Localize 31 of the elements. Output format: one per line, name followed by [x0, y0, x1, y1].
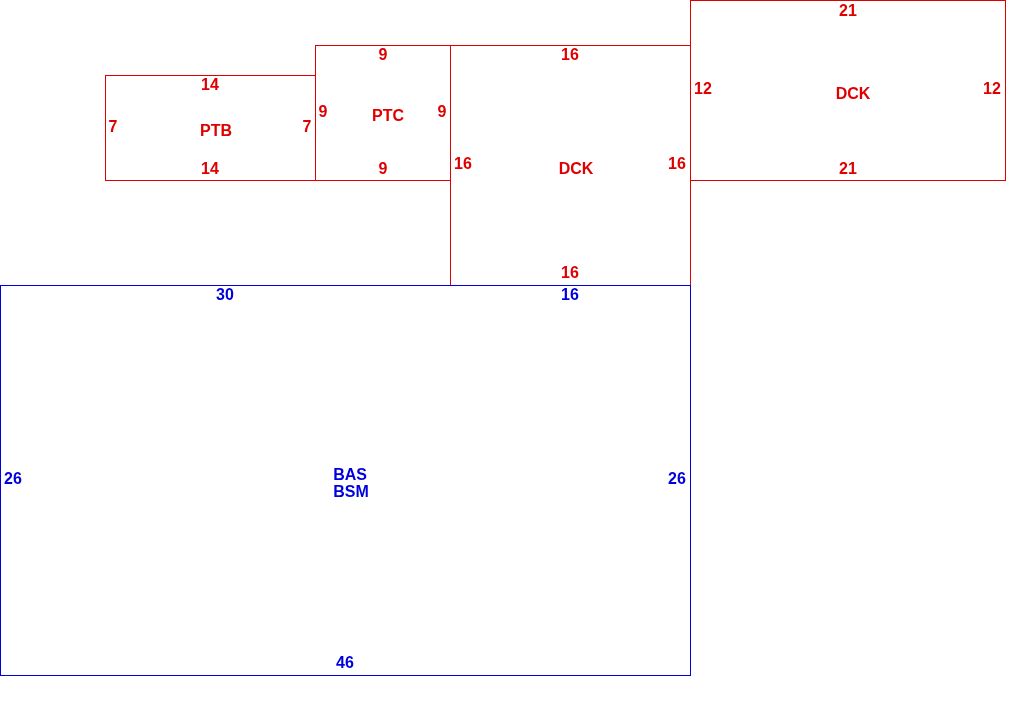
dimension-label: 9	[378, 160, 388, 178]
dimension-label: 30	[216, 286, 234, 304]
dimension-label: 26	[668, 470, 686, 488]
dimension-label: 16	[454, 155, 472, 173]
dimension-label: 9	[437, 103, 447, 121]
panel-label: PTB	[200, 121, 232, 139]
dimension-label: 9	[378, 46, 388, 64]
dimension-label: 21	[839, 2, 857, 20]
panel-label: PTC	[372, 106, 404, 124]
dimension-label: 7	[108, 118, 118, 136]
panel-rectangle	[105, 75, 316, 181]
panel-label: DCK	[558, 159, 594, 177]
dimension-label: 16	[561, 46, 579, 64]
dimension-label: 12	[983, 80, 1001, 98]
panel-label: BAS BSM	[333, 466, 369, 500]
dimension-label: 14	[201, 76, 219, 94]
dimension-label: 16	[668, 155, 686, 173]
dimension-label: 9	[318, 103, 328, 121]
panel-label: DCK	[835, 84, 871, 102]
panel-rectangle	[450, 45, 691, 286]
dimension-label: 26	[4, 470, 22, 488]
dimension-label: 12	[694, 80, 712, 98]
dimension-label: 7	[302, 118, 312, 136]
dimension-label: 16	[561, 286, 579, 304]
dimension-label: 46	[336, 654, 354, 672]
dimension-label: 14	[201, 160, 219, 178]
dimension-label: 21	[839, 160, 857, 178]
panel-rectangle	[690, 0, 1006, 181]
dimension-label: 16	[561, 264, 579, 282]
panel-rectangle	[0, 285, 691, 676]
panel-rectangle	[315, 45, 451, 181]
